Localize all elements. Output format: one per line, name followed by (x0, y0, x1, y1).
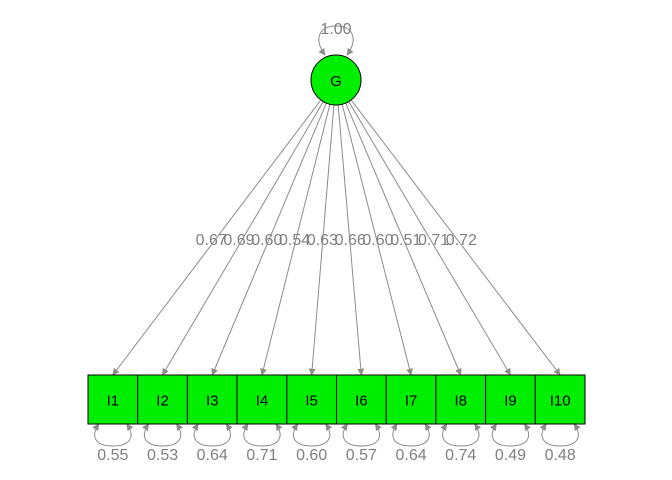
loading-label-i5: 0.63 (307, 232, 338, 249)
indicator-box-i9 (485, 374, 536, 425)
indicator-label-i6: I6 (355, 393, 368, 410)
loading-path-i9 (348, 101, 511, 376)
residual-loop-i5 (291, 423, 333, 447)
residual-label-i10: 0.48 (545, 447, 576, 464)
latent-label: G (330, 73, 342, 90)
loading-path-i10 (350, 99, 561, 376)
loading-path-i4 (260, 104, 331, 376)
indicator-box-i5 (286, 374, 337, 425)
loading-label-i8: 0.51 (390, 232, 421, 249)
residual-label-i4: 0.71 (246, 447, 277, 464)
indicator-label-i7: I7 (405, 393, 418, 410)
loading-label-i6: 0.66 (335, 232, 366, 249)
loading-label-i9: 0.71 (418, 232, 449, 249)
indicator-boxes: I1 I2 I3 I4 I5 I6 I7 I8 I9 I10 (87, 374, 586, 425)
residual-label-i2: 0.53 (147, 447, 178, 464)
loading-label-i10: 0.72 (446, 232, 477, 249)
loading-label-i3: 0.60 (251, 232, 282, 249)
indicator-label-i8: I8 (454, 393, 467, 410)
residual-loop-i6 (340, 423, 382, 447)
indicator-box-i4 (236, 374, 288, 425)
residual-loop-i1 (92, 423, 134, 447)
loading-path-i5 (308, 104, 335, 376)
indicator-label-i3: I3 (206, 393, 219, 410)
latent-variance-loop (318, 25, 354, 56)
loading-label-i7: 0.60 (362, 232, 393, 249)
residual-label-i7: 0.64 (395, 447, 426, 464)
residual-loop-i8 (440, 423, 482, 447)
residual-loop-i9 (489, 423, 531, 447)
indicator-box-i2 (137, 374, 188, 425)
indicator-label-i2: I2 (156, 393, 169, 410)
loading-paths (112, 99, 561, 376)
residual-label-i9: 0.49 (495, 447, 526, 464)
residual-label-i6: 0.57 (346, 447, 377, 464)
indicator-label-i1: I1 (107, 393, 120, 410)
loading-label-i2: 0.69 (223, 232, 254, 249)
loading-label-i4: 0.54 (279, 232, 310, 249)
residual-loops: 0.55 0.53 0.64 0.71 0.60 0.57 0.64 0.74 0.49 0.48 (92, 423, 581, 464)
residual-label-i8: 0.74 (445, 447, 476, 464)
loading-path-i1 (112, 99, 322, 376)
indicator-box-i7 (385, 374, 437, 425)
residual-loop-i4 (241, 423, 283, 447)
residual-label-i5: 0.60 (296, 447, 327, 464)
residual-label-i3: 0.64 (197, 447, 228, 464)
loading-path-i2 (162, 101, 324, 376)
residual-loop-i3 (191, 423, 233, 447)
residual-label-i1: 0.55 (97, 447, 128, 464)
indicator-label-i10: I10 (550, 393, 571, 410)
indicator-box-i6 (336, 374, 387, 425)
indicator-box-i10 (534, 374, 586, 425)
indicator-label-i9: I9 (504, 393, 517, 410)
loading-path-i7 (341, 104, 413, 376)
indicator-label-i4: I4 (256, 393, 269, 410)
indicator-label-i5: I5 (305, 393, 318, 410)
residual-loop-i2 (142, 423, 184, 447)
loading-path-i3 (211, 102, 327, 376)
residual-loop-i7 (390, 423, 432, 447)
loading-labels: 0.670.690.600.540.630.660.600.510.710.72 (196, 232, 477, 249)
loading-path-i8 (345, 102, 462, 376)
latent-variance-label: 1.00 (320, 21, 351, 38)
indicator-box-i1 (87, 374, 139, 425)
loading-label-i1: 0.67 (196, 232, 227, 249)
loading-path-i6 (337, 104, 365, 376)
latent-node (310, 54, 362, 106)
residual-loop-i10 (539, 423, 581, 447)
